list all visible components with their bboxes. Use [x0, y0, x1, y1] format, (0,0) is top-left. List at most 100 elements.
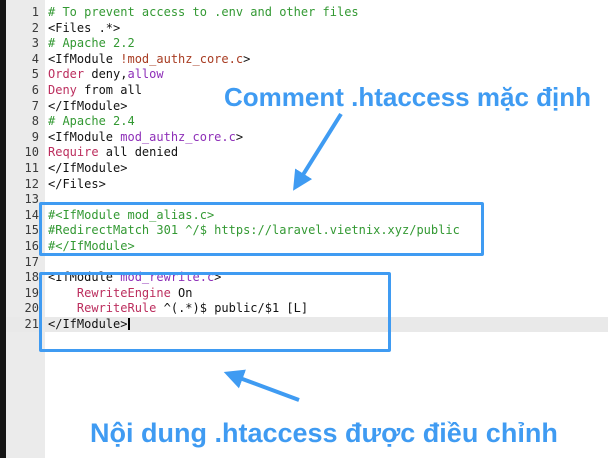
code-line[interactable]: 2 <Files .*>: [0, 21, 608, 37]
line-number: 21: [24, 316, 39, 331]
code-line[interactable]: 6 Deny from all: [0, 83, 608, 99]
code-line[interactable]: 20 RewriteRule ^(.*)$ public/$1 [L]: [0, 301, 608, 317]
code-segment: <IfModule: [48, 129, 121, 144]
code-segment: RewriteEngine: [76, 285, 171, 300]
code-line[interactable]: 3# Apache 2.2: [0, 36, 608, 52]
code-line-text[interactable]: # To prevent access to .env and other fi…: [45, 5, 608, 21]
code-segment: <IfModule: [48, 270, 121, 285]
code-line-text[interactable]: Require all denied: [45, 145, 608, 161]
code-line-text[interactable]: <Files .*>: [45, 21, 608, 37]
annotation-adjusted-content: Nội dung .htaccess được điều chỉnh: [90, 418, 558, 448]
code-line-text[interactable]: <IfModule !mod_authz_core.c>: [45, 52, 608, 68]
code-line-text[interactable]: # Apache 2.2: [45, 36, 608, 52]
code-line[interactable]: 16 #</IfModule>: [0, 239, 608, 255]
line-number: 8: [31, 114, 39, 129]
code-line[interactable]: 10 Require all denied: [0, 145, 608, 161]
code-line-text[interactable]: #RedirectMatch 301 ^/$ https://laravel.v…: [45, 223, 608, 239]
code-line-text[interactable]: Deny from all: [45, 83, 608, 99]
code-line-text[interactable]: RewriteEngine On: [45, 286, 608, 302]
code-segment: Require: [48, 145, 99, 160]
annotation-comment-default: Comment .htaccess mặc định: [224, 82, 591, 112]
code-line-text[interactable]: <IfModule mod_authz_core.c>: [45, 130, 608, 146]
code-line[interactable]: 4 <IfModule !mod_authz_core.c>: [0, 52, 608, 68]
code-segment: >: [214, 270, 222, 285]
code-segment: ^(.*)$ public/$1 [L]: [156, 301, 309, 316]
code-segment: # Apache 2.4: [48, 114, 135, 129]
line-number: 9: [31, 129, 39, 144]
code-line-text[interactable]: #<IfModule mod_alias.c>: [45, 208, 608, 224]
code-segment: </IfModule>: [48, 98, 128, 113]
code-segment: </Files>: [48, 176, 106, 191]
code-segment: #<IfModule mod_alias.c>: [48, 207, 215, 222]
line-number: 19: [24, 285, 39, 300]
code-segment: Order: [48, 67, 85, 82]
code-segment: mod_authz_core.c: [120, 129, 236, 144]
code-line[interactable]: 18 <IfModule mod_rewrite.c>: [0, 270, 608, 286]
arrow-to-rewrite-block: [223, 369, 300, 402]
code-line-text[interactable]: #</IfModule>: [45, 239, 608, 255]
code-line[interactable]: 17: [0, 255, 608, 271]
line-number-gutter: [6, 0, 45, 458]
code-line[interactable]: 19 RewriteEngine On: [0, 286, 608, 302]
code-line[interactable]: 21 </IfModule>: [0, 316, 608, 333]
code-line-text[interactable]: Order deny,allow: [45, 67, 608, 83]
code-line-text[interactable]: </IfModule>: [45, 161, 608, 177]
code-line[interactable]: 11 </IfModule>: [0, 161, 608, 177]
line-number: 6: [31, 82, 39, 97]
line-number: 5: [31, 67, 39, 82]
line-number: 12: [24, 176, 39, 191]
code-line[interactable]: 8 # Apache 2.4: [0, 114, 608, 130]
code-segment: <IfModule: [48, 51, 121, 66]
code-line[interactable]: 1 # To prevent access to .env and other f…: [0, 5, 608, 21]
code-segment: all denied: [98, 145, 179, 160]
code-line-text[interactable]: [45, 255, 608, 271]
code-editor-area[interactable]: 1 # To prevent access to .env and other f…: [0, 5, 608, 333]
line-number: 1: [31, 5, 39, 19]
code-segment: #</IfModule>: [48, 238, 135, 253]
code-segment: [48, 301, 77, 315]
line-number: 11: [24, 160, 39, 175]
code-line-text[interactable]: </IfModule>: [45, 317, 608, 333]
line-number: 16: [24, 238, 39, 253]
code-segment: deny,: [84, 67, 128, 82]
code-line[interactable]: 7 </IfModule>: [0, 99, 608, 115]
code-line-text[interactable]: </Files>: [45, 177, 608, 193]
code-line[interactable]: 12 </Files>: [0, 177, 608, 193]
code-segment: # To prevent access to .env and other fi…: [48, 5, 359, 19]
code-line[interactable]: 14#<IfModule mod_alias.c>: [0, 208, 608, 224]
code-line-text[interactable]: <IfModule mod_rewrite.c>: [45, 270, 608, 286]
code-line[interactable]: 5 Order deny,allow: [0, 67, 608, 83]
line-number: 4: [31, 51, 39, 66]
code-segment: mod_rewrite.c: [120, 270, 215, 285]
code-segment: >: [235, 129, 244, 144]
code-segment: On: [170, 285, 193, 300]
line-number: 7: [31, 98, 39, 113]
line-number: 2: [31, 20, 39, 35]
code-segment: </IfModule>: [48, 160, 128, 175]
line-number: 15: [24, 223, 39, 238]
text-cursor: [128, 317, 131, 330]
code-line-text[interactable]: # Apache 2.4: [45, 114, 608, 130]
code-segment: allow: [127, 67, 164, 82]
code-line-text[interactable]: [45, 192, 608, 208]
code-segment: RewriteRule: [76, 301, 157, 316]
code-segment: [48, 286, 77, 300]
code-segment: </IfModule>: [48, 316, 128, 331]
line-number: 10: [24, 145, 39, 160]
code-segment: Deny: [48, 82, 77, 97]
code-line-text[interactable]: RewriteRule ^(.*)$ public/$1 [L]: [45, 301, 608, 317]
code-segment: # Apache 2.2: [48, 36, 135, 51]
line-number: 13: [24, 192, 39, 207]
line-number: 18: [24, 270, 39, 285]
code-segment: from all: [76, 82, 142, 97]
code-line[interactable]: 13: [0, 192, 608, 208]
line-number: 20: [24, 301, 39, 316]
code-segment: >: [243, 51, 251, 66]
code-line[interactable]: 9 <IfModule mod_authz_core.c>: [0, 130, 608, 146]
line-number: 17: [24, 254, 39, 269]
code-line-text[interactable]: </IfModule>: [45, 99, 608, 115]
code-line[interactable]: 15 #RedirectMatch 301 ^/$ https://laravel…: [0, 223, 608, 239]
editor-side-strip: [0, 0, 6, 458]
code-segment: <Files .*>: [48, 20, 121, 35]
